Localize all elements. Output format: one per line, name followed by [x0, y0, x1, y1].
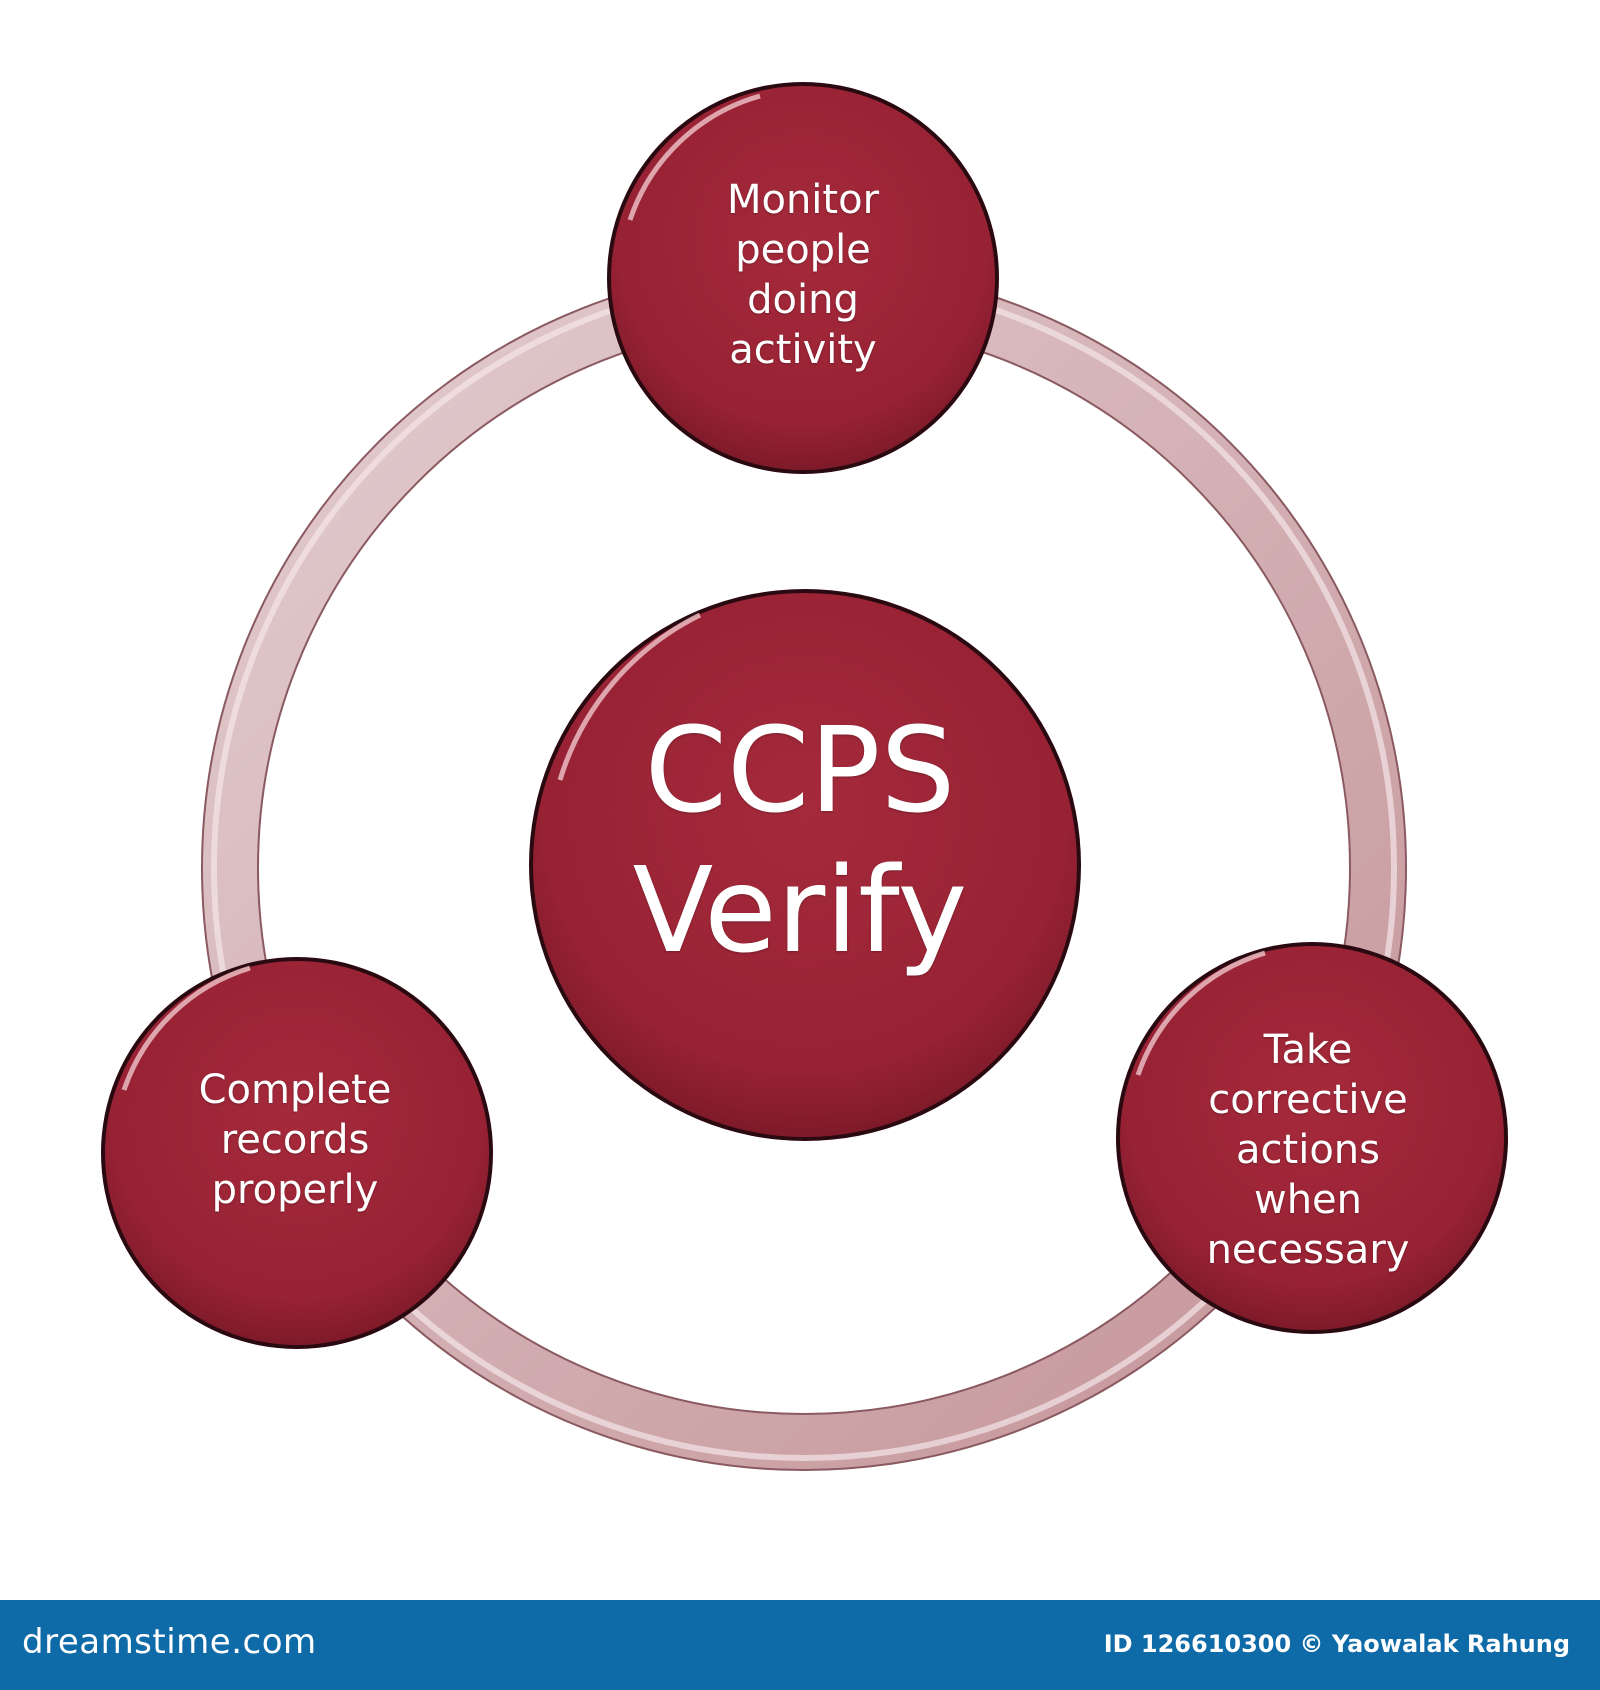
node-top-gloss	[627, 93, 761, 221]
node-right-face	[1120, 946, 1504, 1330]
right-line-4: when	[1253, 1177, 1363, 1223]
node-center-gloss	[557, 612, 702, 781]
dreamstime-logo: dreamstime.com	[22, 1622, 317, 1662]
right-node-label: Take corrective actions when necessary	[1108, 1020, 1508, 1280]
cycle-diagram: CCPS Verify Monitor people doing activit…	[95, 82, 1508, 1471]
center-line-1: CCPS	[644, 701, 956, 839]
right-line-3: actions	[1236, 1127, 1380, 1173]
top-line-1: Monitor	[726, 177, 880, 223]
left-line-2: records	[220, 1117, 370, 1163]
left-line-3: properly	[211, 1167, 379, 1213]
center-line-2: Verify	[632, 841, 968, 979]
stock-footer-bar: dreamstime.com ID 126610300 © Yaowalak R…	[0, 1600, 1600, 1690]
node-right-gloss	[1135, 950, 1266, 1076]
center-node-label: CCPS Verify	[520, 660, 1080, 1020]
node-left-face	[105, 961, 489, 1345]
top-line-3: doing	[747, 277, 859, 323]
right-line-5: necessary	[1206, 1227, 1410, 1273]
node-top-face	[611, 86, 995, 470]
right-line-1: Take	[1263, 1027, 1353, 1073]
top-node-label: Monitor people doing activity	[603, 170, 1003, 380]
image-credit: ID 126610300 © Yaowalak Rahung	[1103, 1630, 1570, 1658]
node-left-gloss	[121, 965, 251, 1091]
top-line-4: activity	[729, 327, 877, 373]
left-node-label: Complete records properly	[95, 1060, 495, 1220]
diagram-canvas	[101, 82, 1508, 1471]
node-center-face	[533, 593, 1077, 1137]
top-line-2: people	[735, 227, 871, 273]
left-line-1: Complete	[198, 1067, 392, 1113]
right-line-2: corrective	[1208, 1077, 1408, 1123]
